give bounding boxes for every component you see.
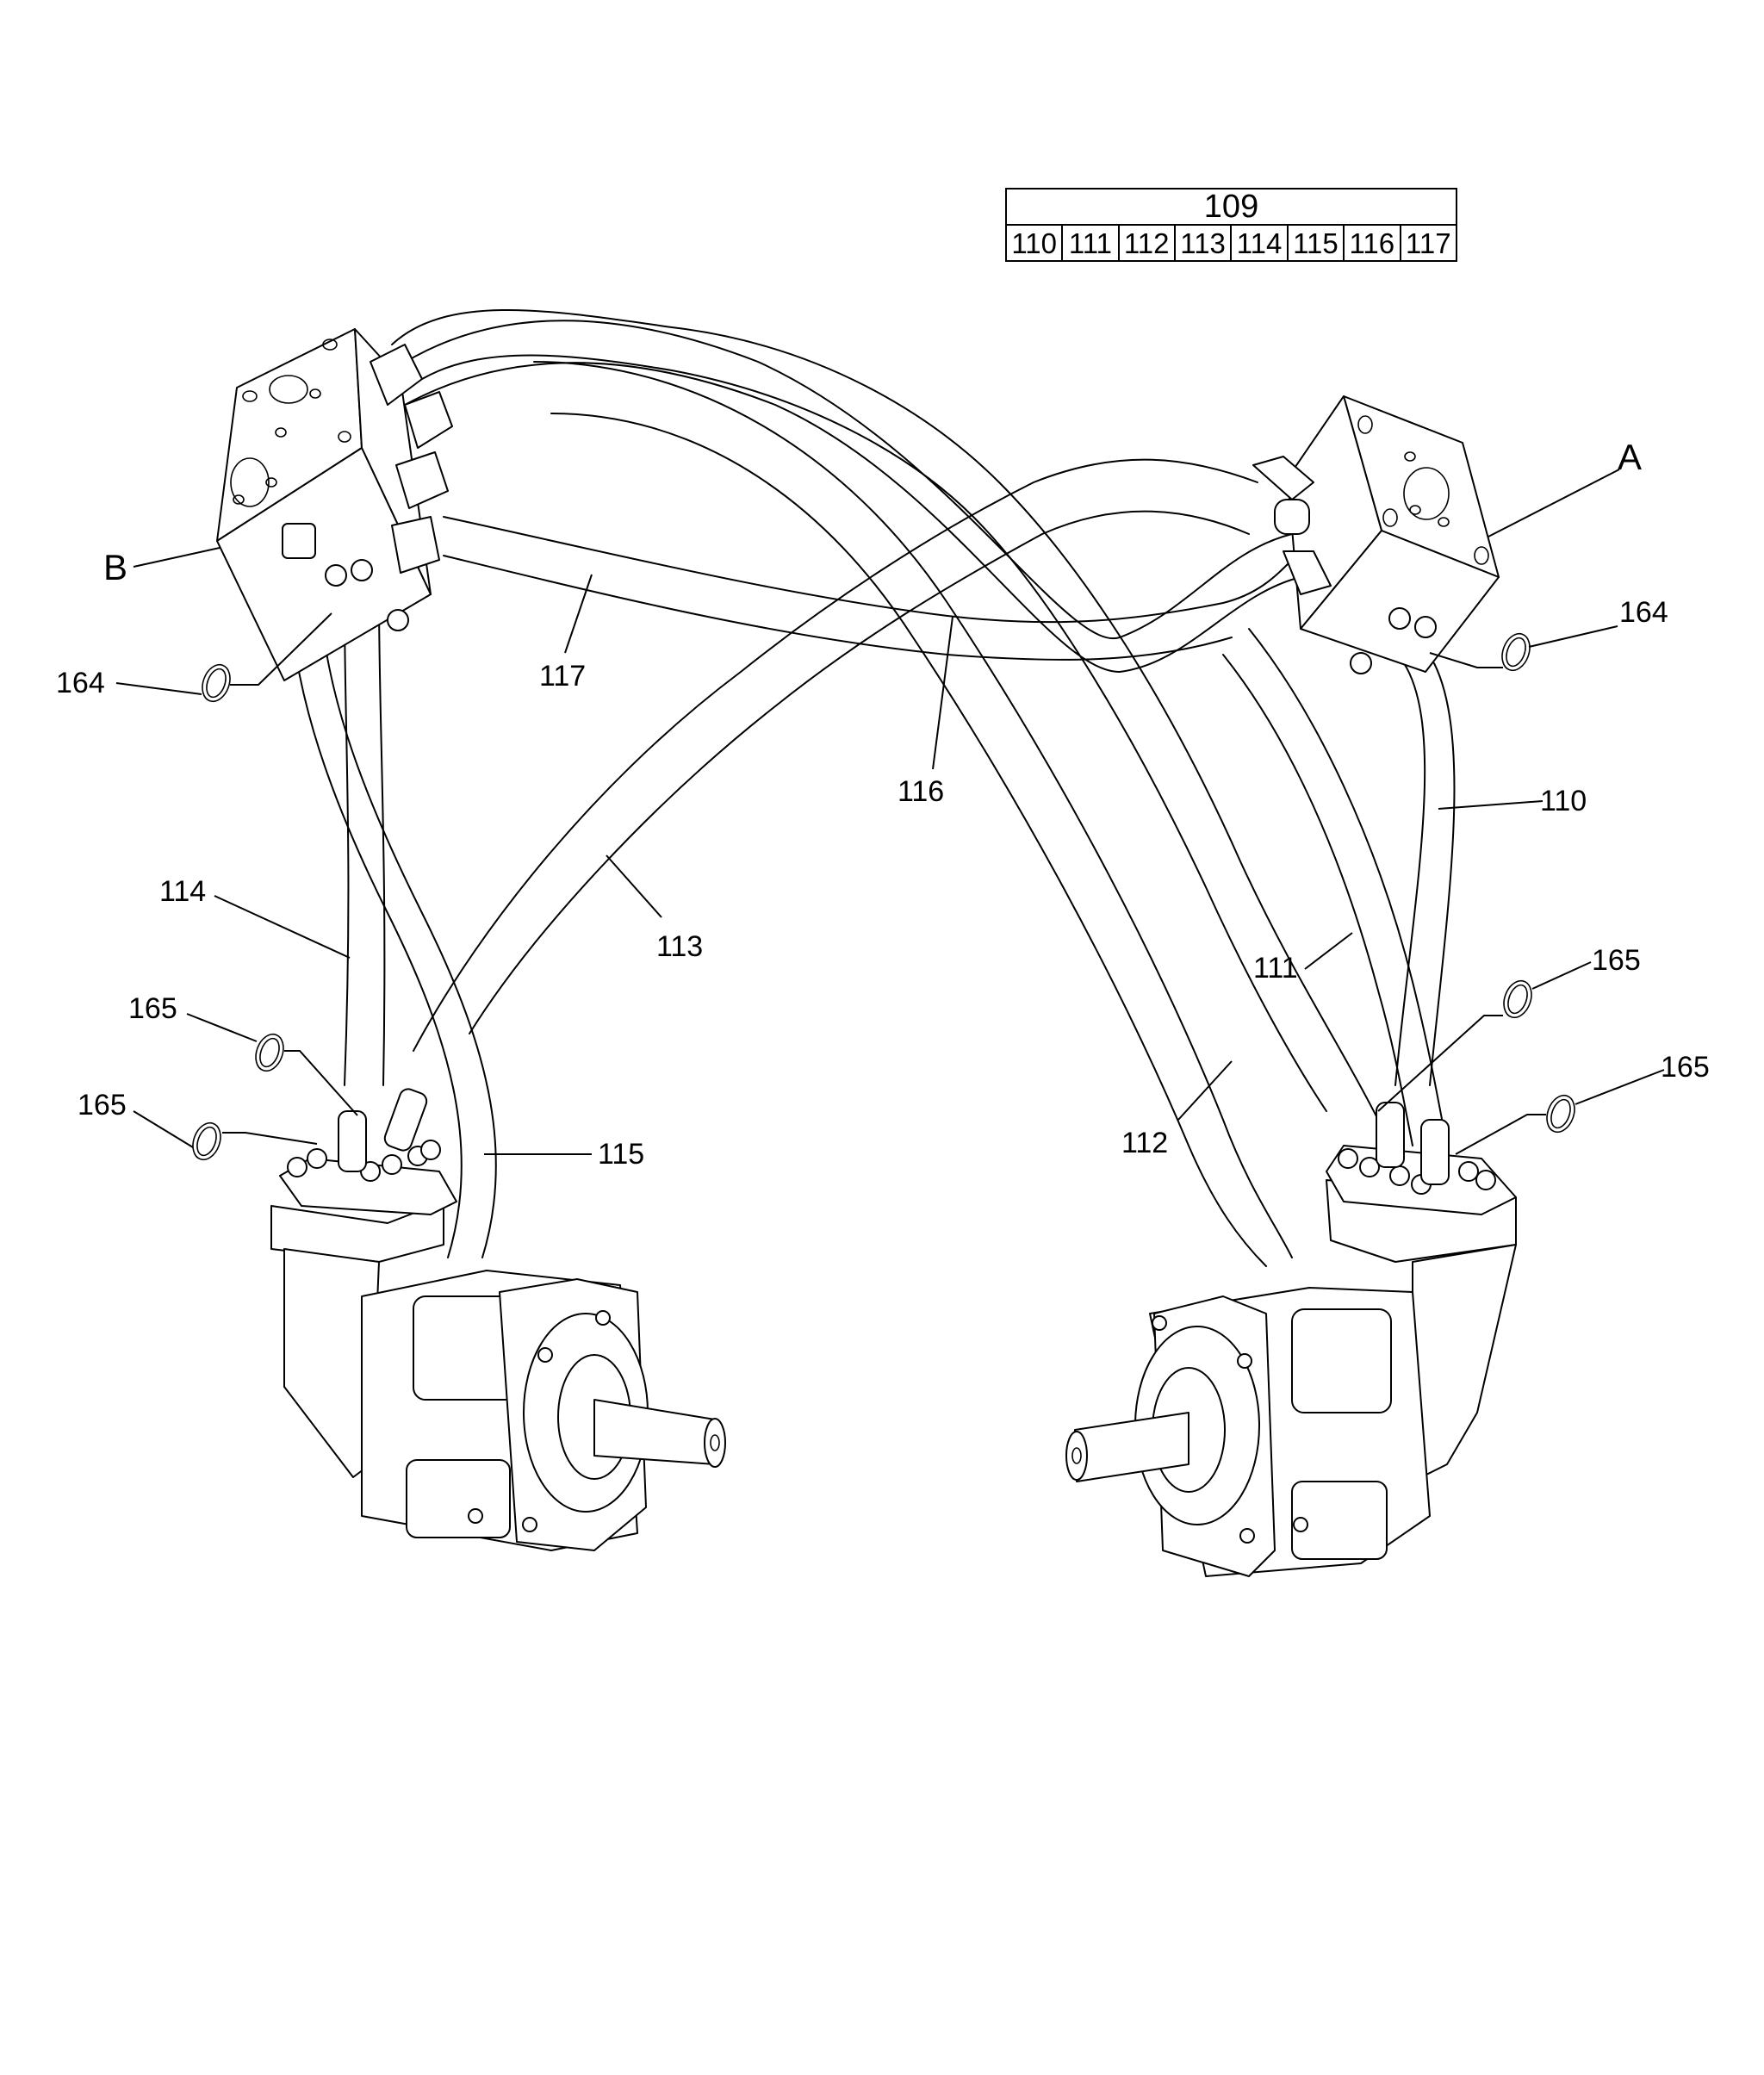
kit-item: 116 xyxy=(1343,224,1401,262)
hose-110 xyxy=(1394,662,1456,1086)
o-ring-165-right-upper xyxy=(1503,979,1532,1019)
hose-top-arc xyxy=(391,309,1379,1121)
hose-117 xyxy=(443,516,1293,661)
callout-165-right-upper: 165 xyxy=(1592,944,1641,977)
leader-165-ll-b xyxy=(222,1132,318,1145)
kit-item: 110 xyxy=(1004,224,1064,262)
kit-item: 111 xyxy=(1061,224,1120,262)
leader-111 xyxy=(1304,932,1353,970)
hose-111 xyxy=(1222,628,1448,1146)
leader-165-lu-b xyxy=(284,1050,358,1116)
callout-112: 112 xyxy=(1121,1127,1169,1159)
leader-165-rl-b xyxy=(1455,1114,1546,1155)
leader-114 xyxy=(214,895,351,959)
hydraulic-motor-right xyxy=(1065,1102,1517,1577)
hose-113 xyxy=(413,458,1258,1052)
hydraulic-motor-left xyxy=(270,1088,726,1551)
hose-115 xyxy=(344,593,386,1086)
manifold-block-a xyxy=(1252,395,1500,674)
kit-item: 112 xyxy=(1117,224,1176,262)
flange-bolts-b xyxy=(325,559,409,631)
kit-item: 114 xyxy=(1230,224,1289,262)
flange-bolts-a xyxy=(1350,607,1437,674)
callout-165-left-lower: 165 xyxy=(78,1089,127,1121)
o-ring-165-left-lower xyxy=(192,1121,221,1161)
leader-165-ll-a xyxy=(133,1110,194,1148)
callout-111: 111 xyxy=(1253,952,1298,985)
leader-a xyxy=(1488,469,1620,537)
leader-164-right xyxy=(1528,625,1618,648)
kit-item: 117 xyxy=(1399,224,1458,262)
callout-113: 113 xyxy=(656,930,704,963)
manifold-block-b xyxy=(216,328,453,681)
o-ring-165-left-upper xyxy=(255,1033,284,1072)
leader-110 xyxy=(1438,800,1544,810)
leader-164-left-b xyxy=(230,612,332,686)
leader-112 xyxy=(1177,1060,1233,1121)
leader-lines xyxy=(115,469,1665,1155)
flange-bolts-left xyxy=(287,1140,441,1182)
hose-112 xyxy=(533,361,1293,1267)
callout-165-right-lower: 165 xyxy=(1661,1051,1710,1084)
leader-164-left xyxy=(115,682,202,695)
o-ring-164-left xyxy=(202,663,231,703)
callout-165-left-upper: 165 xyxy=(128,992,177,1025)
callout-115: 115 xyxy=(598,1138,645,1171)
callout-117: 117 xyxy=(539,660,587,693)
kit-item: 115 xyxy=(1286,224,1345,262)
leader-116 xyxy=(932,616,953,770)
leader-164-right-b xyxy=(1429,652,1503,668)
callout-164-right: 164 xyxy=(1619,596,1668,629)
view-label-b: B xyxy=(103,547,128,587)
kit-item: 113 xyxy=(1173,224,1233,262)
leader-165-rl-a xyxy=(1575,1069,1665,1105)
callout-164-left: 164 xyxy=(56,667,105,699)
leader-165-ru-a xyxy=(1531,961,1592,990)
hose-116 xyxy=(391,320,1301,673)
leader-165-ru-b xyxy=(1377,1015,1503,1112)
kit-contents-row: 110 111 112 113 114 115 116 117 xyxy=(1004,224,1458,262)
o-ring-164-right xyxy=(1501,632,1531,672)
kit-contents-table: 109 110 111 112 113 114 115 116 117 xyxy=(1004,188,1458,262)
callout-114: 114 xyxy=(159,875,207,908)
o-ring-165-right-lower xyxy=(1546,1094,1575,1134)
leader-117 xyxy=(564,574,593,654)
callout-110: 110 xyxy=(1540,785,1587,817)
leader-165-lu-a xyxy=(186,1013,258,1042)
kit-number: 109 xyxy=(1005,188,1457,226)
leader-113 xyxy=(606,854,662,918)
view-label-a: A xyxy=(1618,437,1643,477)
callout-116: 116 xyxy=(898,775,945,808)
leader-b xyxy=(133,547,220,568)
